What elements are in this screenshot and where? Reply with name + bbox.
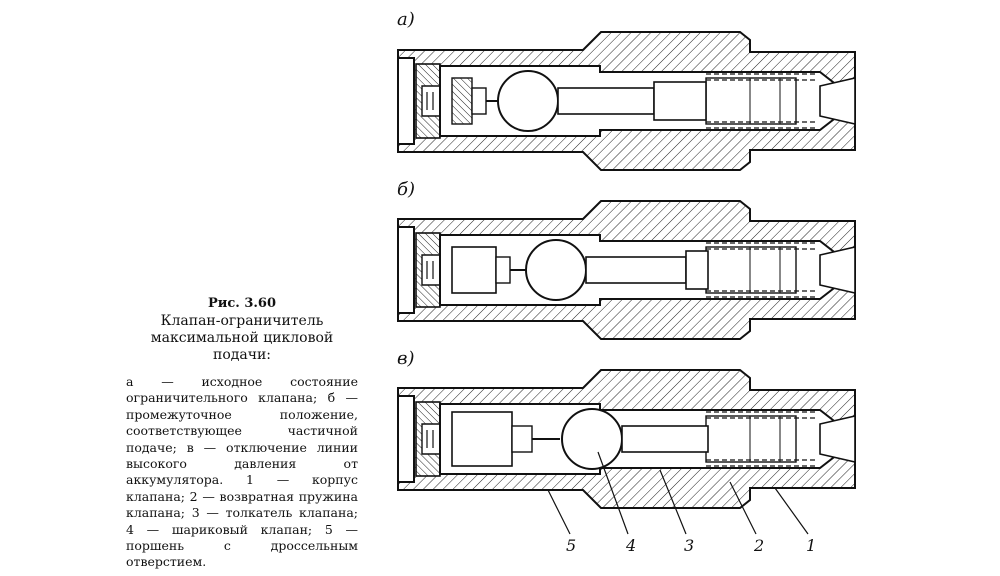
piston-c	[451, 411, 513, 467]
ball-valve-a	[497, 70, 559, 132]
view-label-b: б)	[397, 179, 415, 200]
piston-a	[451, 77, 473, 125]
view-label-a: а)	[397, 9, 415, 30]
view-b	[397, 200, 856, 340]
ball-valve-b	[525, 239, 587, 301]
callout-2: 2	[753, 536, 764, 555]
pusher-b	[585, 256, 687, 284]
figure-title: Клапан-ограничитель максимальной циклово…	[150, 313, 334, 363]
ball-valve-c	[561, 408, 623, 470]
piston-b	[451, 246, 497, 294]
callout-3: 3	[684, 536, 694, 555]
view-c	[397, 369, 856, 509]
callout-1: 1	[806, 536, 816, 555]
figure-caption: Рис. 3.60 Клапан-ограничитель максимальн…	[126, 296, 358, 571]
callout-5: 5	[566, 536, 576, 555]
valve-body-a	[451, 70, 707, 132]
pusher-a	[557, 87, 655, 115]
pusher-c	[621, 425, 709, 453]
figure-description: а — исходное состояние ограничительного …	[126, 374, 358, 570]
view-a	[397, 31, 856, 171]
figure-number: Рис. 3.60	[207, 296, 277, 311]
callout-4: 4	[625, 536, 636, 555]
leader-lines	[547, 451, 809, 535]
view-label-c: в)	[397, 348, 415, 369]
